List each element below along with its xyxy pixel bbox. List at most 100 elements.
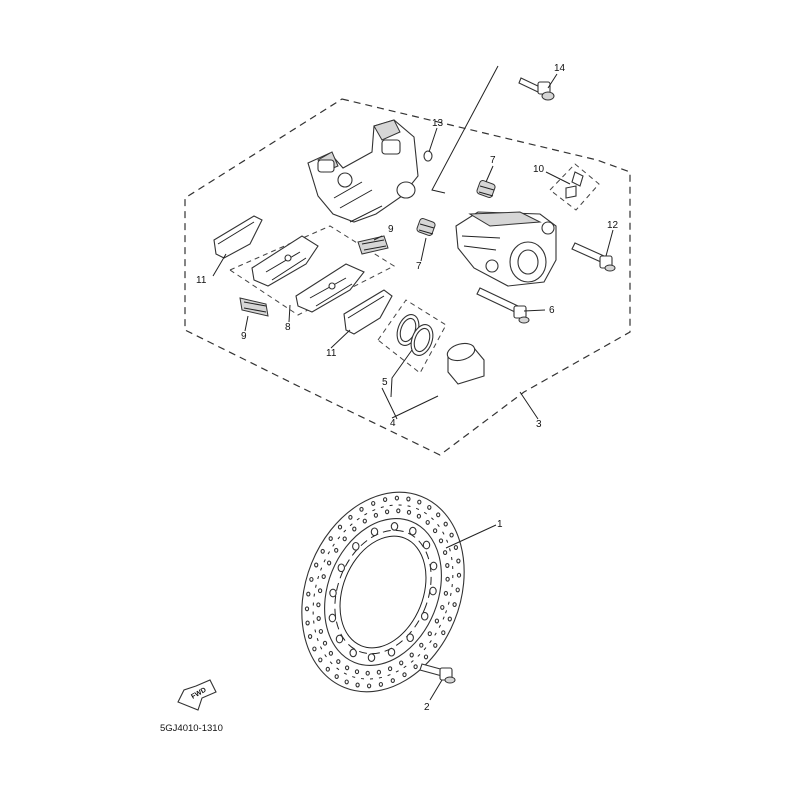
fwd-arrow-icon: FWD <box>177 679 217 711</box>
caliper-bracket <box>307 119 419 223</box>
rotor-inner-slot <box>409 526 417 536</box>
rotor-inner-slot <box>422 540 431 550</box>
rotor-vent-hole <box>399 660 404 666</box>
rotor-vent-hole <box>416 513 422 519</box>
rotor-vent-hole <box>452 602 457 608</box>
rotor-vent-hole <box>307 634 313 639</box>
rotor-vent-hole <box>425 519 430 525</box>
rotor-vent-hole <box>348 514 353 520</box>
bleed-screw-outline <box>549 163 600 211</box>
rotor-vent-hole <box>396 508 401 514</box>
rotor-vent-hole <box>441 630 446 636</box>
rotor-inner-slot <box>390 522 399 531</box>
bracket-bolt-part <box>518 77 555 101</box>
rotor-vent-hole <box>328 650 334 656</box>
label-bleed-screw: 10 <box>533 164 545 175</box>
rotor-vent-hole <box>337 524 343 530</box>
rotor-vent-hole <box>325 666 330 672</box>
pad-shim-right <box>343 289 393 335</box>
rotor-vent-hole <box>326 560 332 566</box>
rotor-vent-hole <box>334 674 339 680</box>
rotor-vent-hole <box>344 679 349 685</box>
rotor-vent-hole <box>322 640 328 646</box>
rotor-vent-hole <box>362 518 367 524</box>
rotor-vent-hole <box>354 669 360 675</box>
pin-bolt-part <box>476 287 530 324</box>
rotor-vent-hole <box>376 669 382 675</box>
rotor-inner-slot <box>406 633 414 643</box>
label-shim-left: 11 <box>196 275 207 286</box>
rotor-inner-slot <box>420 611 429 621</box>
seal-rings <box>396 314 434 356</box>
rotor-vent-hole <box>334 547 339 553</box>
rotor-vent-hole <box>365 670 370 676</box>
rotor-inner-slot <box>328 613 337 623</box>
clip-part <box>423 150 433 162</box>
rotor-vent-hole <box>456 558 461 564</box>
drawing-code: 5GJ4010-1310 <box>160 723 223 734</box>
rotor-vent-hole <box>309 576 314 582</box>
rotor-vent-hole <box>359 506 364 512</box>
brake-pad-rear <box>251 235 319 287</box>
rotor-inner-slot <box>335 634 344 644</box>
pad-spring-left <box>239 297 269 317</box>
rotor-vent-hole <box>304 606 310 612</box>
label-rotor-bolt: 2 <box>424 702 430 713</box>
rotor-inner-slot <box>337 563 346 573</box>
rotor-vent-hole <box>366 683 372 689</box>
rotor-vent-hole <box>305 620 310 626</box>
rotor-vent-hole <box>378 681 384 687</box>
rotor-vent-hole <box>318 628 324 634</box>
label-spring-left: 9 <box>241 331 247 342</box>
rotor-vent-hole <box>417 499 422 505</box>
rotor-vent-hole <box>409 652 414 658</box>
bleed-screw-part <box>565 171 584 199</box>
rotor-inner-slot <box>429 586 437 596</box>
rotor-vent-hole <box>447 616 452 622</box>
label-caliper-assy: 3 <box>536 419 542 430</box>
rotor-vent-hole <box>427 631 432 637</box>
rotor-vent-hole <box>371 500 376 506</box>
rotor-vent-hole <box>306 591 311 597</box>
caliper-assembly-outline <box>184 98 631 456</box>
rotor-vent-hole <box>433 642 438 648</box>
boot-upper-part <box>476 180 496 198</box>
rotor-inner-slot <box>367 653 376 662</box>
label-seal-kit: 5 <box>382 377 388 388</box>
label-pad-kit: 8 <box>285 322 291 333</box>
rotor-vent-hole <box>355 682 360 688</box>
label-pin-bolt: 6 <box>549 305 555 316</box>
rotor-vent-hole <box>394 495 400 501</box>
rotor-vent-hole <box>321 574 326 580</box>
rotor-vent-hole <box>384 509 390 515</box>
rotor-vent-hole <box>316 602 321 608</box>
rotor-inner-slot <box>352 541 360 551</box>
rotor-vent-hole <box>445 576 450 582</box>
brake-rotor <box>301 491 465 693</box>
leader-lines <box>212 65 614 701</box>
rotor-vent-hole <box>342 536 347 542</box>
rotor-vent-hole <box>443 590 449 596</box>
rotor-vent-hole <box>438 538 444 544</box>
rotor-vent-hole <box>387 666 393 672</box>
pad-spring-right <box>357 235 389 255</box>
rotor-inner-slot <box>329 588 337 598</box>
rotor-vent-hole <box>382 497 388 503</box>
rotor-inner-slot <box>429 561 438 571</box>
rotor-vent-hole <box>419 642 424 648</box>
rotor-vent-hole <box>423 654 429 660</box>
rotor-vent-hole <box>318 657 323 663</box>
rotor-vent-hole <box>373 512 379 518</box>
rotor-inner-slot <box>370 527 379 537</box>
brake-pad-front <box>295 263 365 313</box>
rotor-vent-hole <box>344 665 350 671</box>
rotor-vent-hole <box>390 678 395 684</box>
boot-lower-part <box>416 218 436 236</box>
rotor-bolt-part <box>419 663 456 684</box>
piston-part <box>446 342 485 385</box>
rotor-vent-hole <box>434 618 440 624</box>
rotor-vent-hole <box>432 528 438 534</box>
rotor-vent-hole <box>328 536 333 542</box>
rotor-vent-hole <box>456 572 462 578</box>
rotor-vent-hole <box>336 659 341 665</box>
